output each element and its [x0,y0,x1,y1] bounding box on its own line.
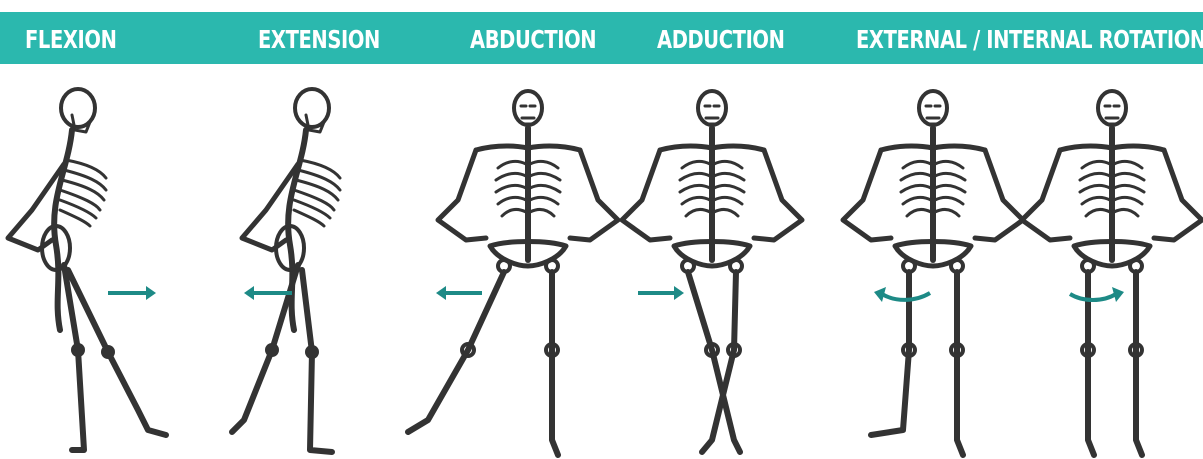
internal-rotation-arrow [1070,294,1116,300]
external-rotation-skeleton [843,91,1023,455]
adduction-skeleton [622,91,802,452]
abduction-skeleton [408,91,618,455]
label-extension: EXTENSION [258,22,380,58]
label-flexion: FLEXION [25,22,117,58]
internal-rotation-skeleton [1022,91,1202,455]
adduction-arrowhead [674,286,684,300]
extension-skeleton [232,89,340,452]
label-adduction: ADDUCTION [657,22,785,58]
label-abduction: ABDUCTION [470,22,596,58]
flexion-arrowhead [146,286,156,300]
abduction-arrowhead [436,286,446,300]
label-rotation: EXTERNAL / INTERNAL ROTATION [856,22,1203,58]
extension-arrowhead [244,286,254,300]
flexion-skeleton [8,89,166,450]
skeleton-illustrations [0,64,1203,459]
